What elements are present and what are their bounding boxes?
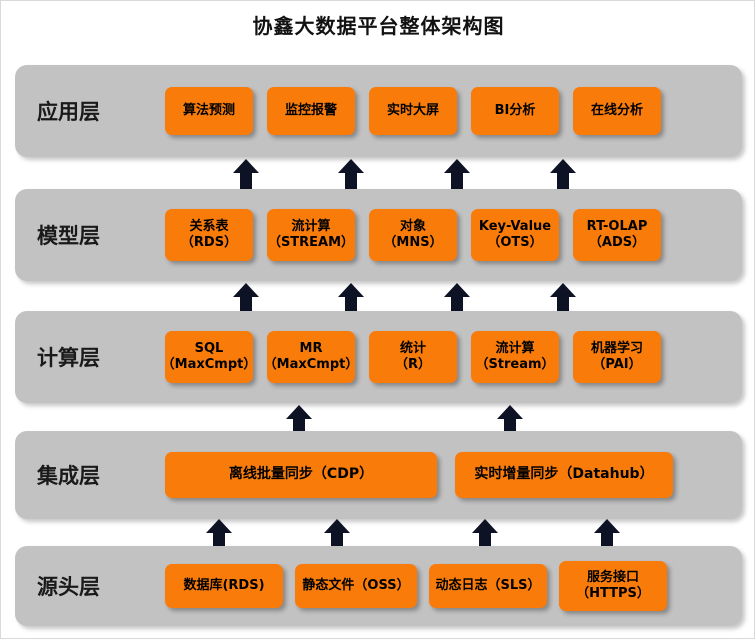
node-line: 实时大屏 <box>386 103 439 119</box>
node-key-value-ots[interactable]: Key-Value （OTS） <box>471 209 559 261</box>
node-offline-batch-sync-cdp[interactable]: 离线批量同步（CDP） <box>165 452 437 498</box>
node-line: （R） <box>394 357 431 372</box>
node-line: 监控报警 <box>284 103 337 119</box>
node-monitoring-alarm[interactable]: 监控报警 <box>267 87 355 135</box>
node-stream-compute[interactable]: 流计算 （STREAM） <box>267 209 355 261</box>
node-line: 机器学习 <box>590 341 643 357</box>
node-line: RT-OLAP <box>586 219 648 235</box>
node-relational-table-rds[interactable]: 关系表 （RDS） <box>165 209 253 261</box>
node-static-file-oss[interactable]: 静态文件（OSS） <box>295 564 417 608</box>
arrow-model-to-application-4 <box>550 159 576 195</box>
node-rt-olap-ads[interactable]: RT-OLAP （ADS） <box>573 209 661 261</box>
node-line: （MaxCmpt） <box>263 357 359 372</box>
node-line: 统计 <box>399 341 426 357</box>
node-stream-compute-stream[interactable]: 流计算 （Stream） <box>471 331 559 383</box>
node-line: SQL <box>194 341 224 357</box>
node-realtime-dashboard[interactable]: 实时大屏 <box>369 87 457 135</box>
node-line: 在线分析 <box>590 103 643 119</box>
node-line: 离线批量同步（CDP） <box>228 466 374 483</box>
node-database-rds[interactable]: 数据库(RDS) <box>165 564 283 608</box>
node-service-interface-https[interactable]: 服务接口 （HTTPS） <box>559 561 667 611</box>
node-realtime-incremental-sync-datahub[interactable]: 实时增量同步（Datahub） <box>455 452 673 498</box>
layer-label-application: 应用层 <box>37 100 100 124</box>
layer-source: 源头层 数据库(RDS) 静态文件（OSS） 动态日志（SLS） 服务接口 （H… <box>15 546 742 626</box>
node-line: 实时增量同步（Datahub） <box>474 466 654 483</box>
node-line: 算法预测 <box>182 103 235 119</box>
arrow-model-to-application-3 <box>444 159 470 195</box>
layer-label-compute: 计算层 <box>37 346 100 370</box>
node-line: 流计算 <box>291 219 331 235</box>
page-title: 协鑫大数据平台整体架构图 <box>252 14 505 38</box>
arrow-compute-to-model-3 <box>444 283 470 319</box>
node-line: （RDS） <box>180 235 238 250</box>
layer-application: 应用层 算法预测 监控报警 实时大屏 BI分析 在线分析 <box>15 65 742 157</box>
node-line: 数据库(RDS) <box>183 578 265 594</box>
node-line: Key-Value <box>478 219 552 235</box>
layer-integration: 集成层 离线批量同步（CDP） 实时增量同步（Datahub） <box>15 431 742 519</box>
node-line: （Stream） <box>475 357 555 372</box>
node-online-analysis[interactable]: 在线分析 <box>573 87 661 135</box>
node-line: 关系表 <box>189 219 229 235</box>
arrow-source-to-integration-3 <box>472 519 498 555</box>
node-dynamic-log-sls[interactable]: 动态日志（SLS） <box>429 564 547 608</box>
node-line: （HTTPS） <box>576 586 650 601</box>
node-algorithm-prediction[interactable]: 算法预测 <box>165 87 253 135</box>
arrow-integration-to-compute-1 <box>286 405 312 441</box>
node-line: MR <box>299 341 323 357</box>
node-machine-learning-pai[interactable]: 机器学习 （PAI） <box>573 331 661 383</box>
node-line: （PAI） <box>592 357 642 372</box>
layer-label-source: 源头层 <box>37 575 100 599</box>
arrow-compute-to-model-1 <box>233 283 259 319</box>
node-bi-analysis[interactable]: BI分析 <box>471 87 559 135</box>
node-line: （MaxCmpt） <box>161 357 257 372</box>
node-line: 静态文件（OSS） <box>302 578 410 594</box>
arrow-model-to-application-1 <box>233 159 259 195</box>
arrow-source-to-integration-2 <box>324 519 350 555</box>
arrow-compute-to-model-4 <box>550 283 576 319</box>
layer-model: 模型层 关系表 （RDS） 流计算 （STREAM） 对象 （MNS） Key-… <box>15 189 742 281</box>
node-statistics-r[interactable]: 统计 （R） <box>369 331 457 383</box>
node-line: （MNS） <box>383 235 443 250</box>
node-line: 服务接口 <box>586 570 639 586</box>
layer-label-model: 模型层 <box>37 224 100 248</box>
arrow-source-to-integration-1 <box>206 519 232 555</box>
node-line: 流计算 <box>495 341 535 357</box>
node-sql-maxcmpt[interactable]: SQL （MaxCmpt） <box>162 331 256 383</box>
node-object-mns[interactable]: 对象 （MNS） <box>369 209 457 261</box>
layer-compute: 计算层 SQL （MaxCmpt） MR （MaxCmpt） 统计 （R） 流计… <box>15 311 742 403</box>
arrow-source-to-integration-4 <box>594 519 620 555</box>
node-line: 动态日志（SLS） <box>435 578 541 594</box>
node-line: （STREAM） <box>267 235 355 250</box>
node-line: 对象 <box>399 219 426 235</box>
arrow-model-to-application-2 <box>338 159 364 195</box>
arrow-compute-to-model-2 <box>338 283 364 319</box>
node-mr-maxcmpt[interactable]: MR （MaxCmpt） <box>264 331 358 383</box>
node-line: （OTS） <box>487 235 543 250</box>
arrow-integration-to-compute-2 <box>497 405 523 441</box>
layer-label-integration: 集成层 <box>37 464 100 488</box>
node-line: BI分析 <box>494 103 536 119</box>
node-line: （ADS） <box>588 235 646 250</box>
